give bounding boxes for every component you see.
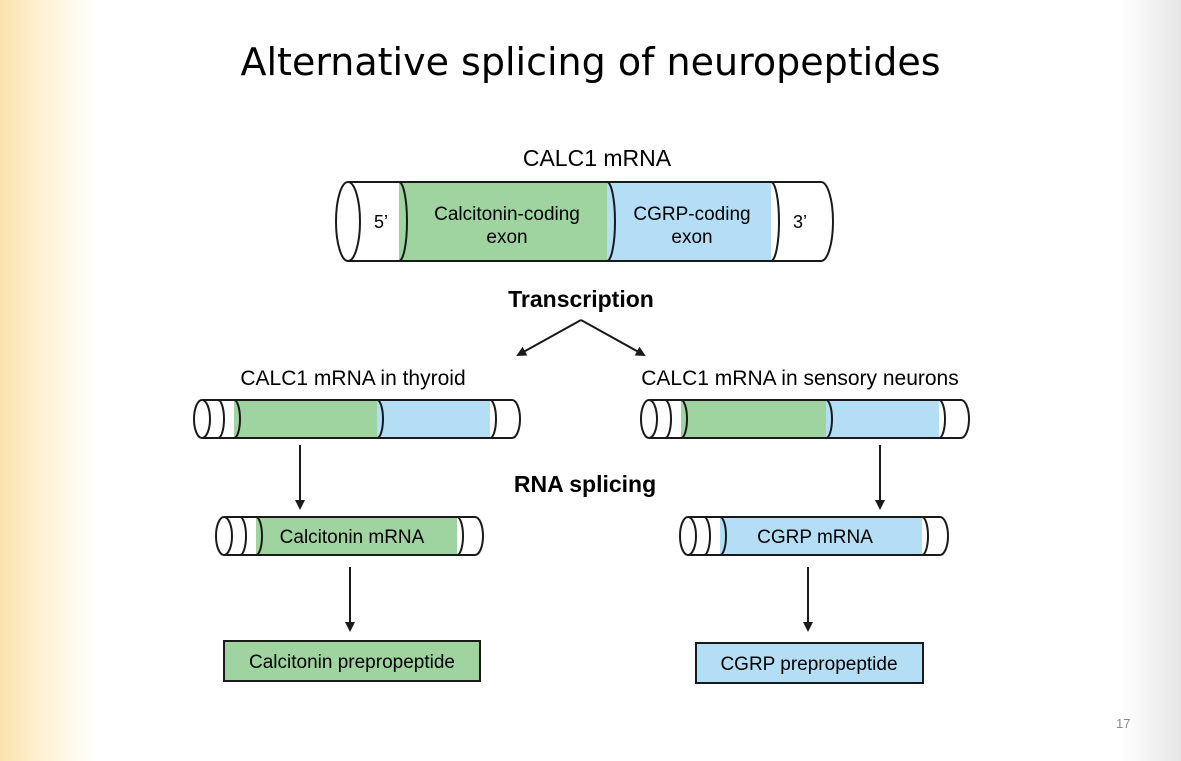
slide-number: 17 [1116,716,1131,731]
calcitonin-mrna-label: Calcitonin mRNA [280,527,425,548]
cgrp-exon-segment [607,182,775,261]
calcitonin-mrna-cylinder [215,516,484,556]
calcitonin-exon-label-line1: Calcitonin-coding [434,204,580,225]
slide-title: Alternative splicing of neuropeptides [240,40,941,84]
cgrp-prepropeptide-box [695,642,924,684]
thyroid-mrna-cylinder [193,399,521,439]
transcription-label: Transcription [508,286,654,312]
calcitonin-prepropeptide-box [223,640,481,682]
main-mrna-label: CALC1 mRNA [523,145,672,171]
cgrp-mrna-cylinder [679,516,949,556]
transcription-arrow-right [580,319,646,356]
main-mrna-end-cap [335,181,361,262]
cgrp-mrna-label: CGRP mRNA [757,527,873,548]
neurons-mrna-cylinder [640,399,970,439]
three-prime-label: 3’ [793,212,807,232]
cgrp-exon-label-line2: exon [671,227,712,248]
transcription-arrow-left [516,319,582,356]
thyroid-mrna-label: CALC1 mRNA in thyroid [240,367,465,390]
rna-splicing-label: RNA splicing [514,471,656,497]
neurons-mrna-label: CALC1 mRNA in sensory neurons [641,367,958,390]
calcitonin-exon-label-line2: exon [486,227,527,248]
main-mrna-cylinder [335,181,834,262]
calcitonin-prepropeptide-label: Calcitonin prepropeptide [249,652,455,673]
five-prime-label: 5’ [374,212,388,232]
cgrp-prepropeptide-label: CGRP prepropeptide [720,654,897,675]
calcitonin-exon-segment [399,182,611,261]
cgrp-exon-label-line1: CGRP-coding [633,204,750,225]
